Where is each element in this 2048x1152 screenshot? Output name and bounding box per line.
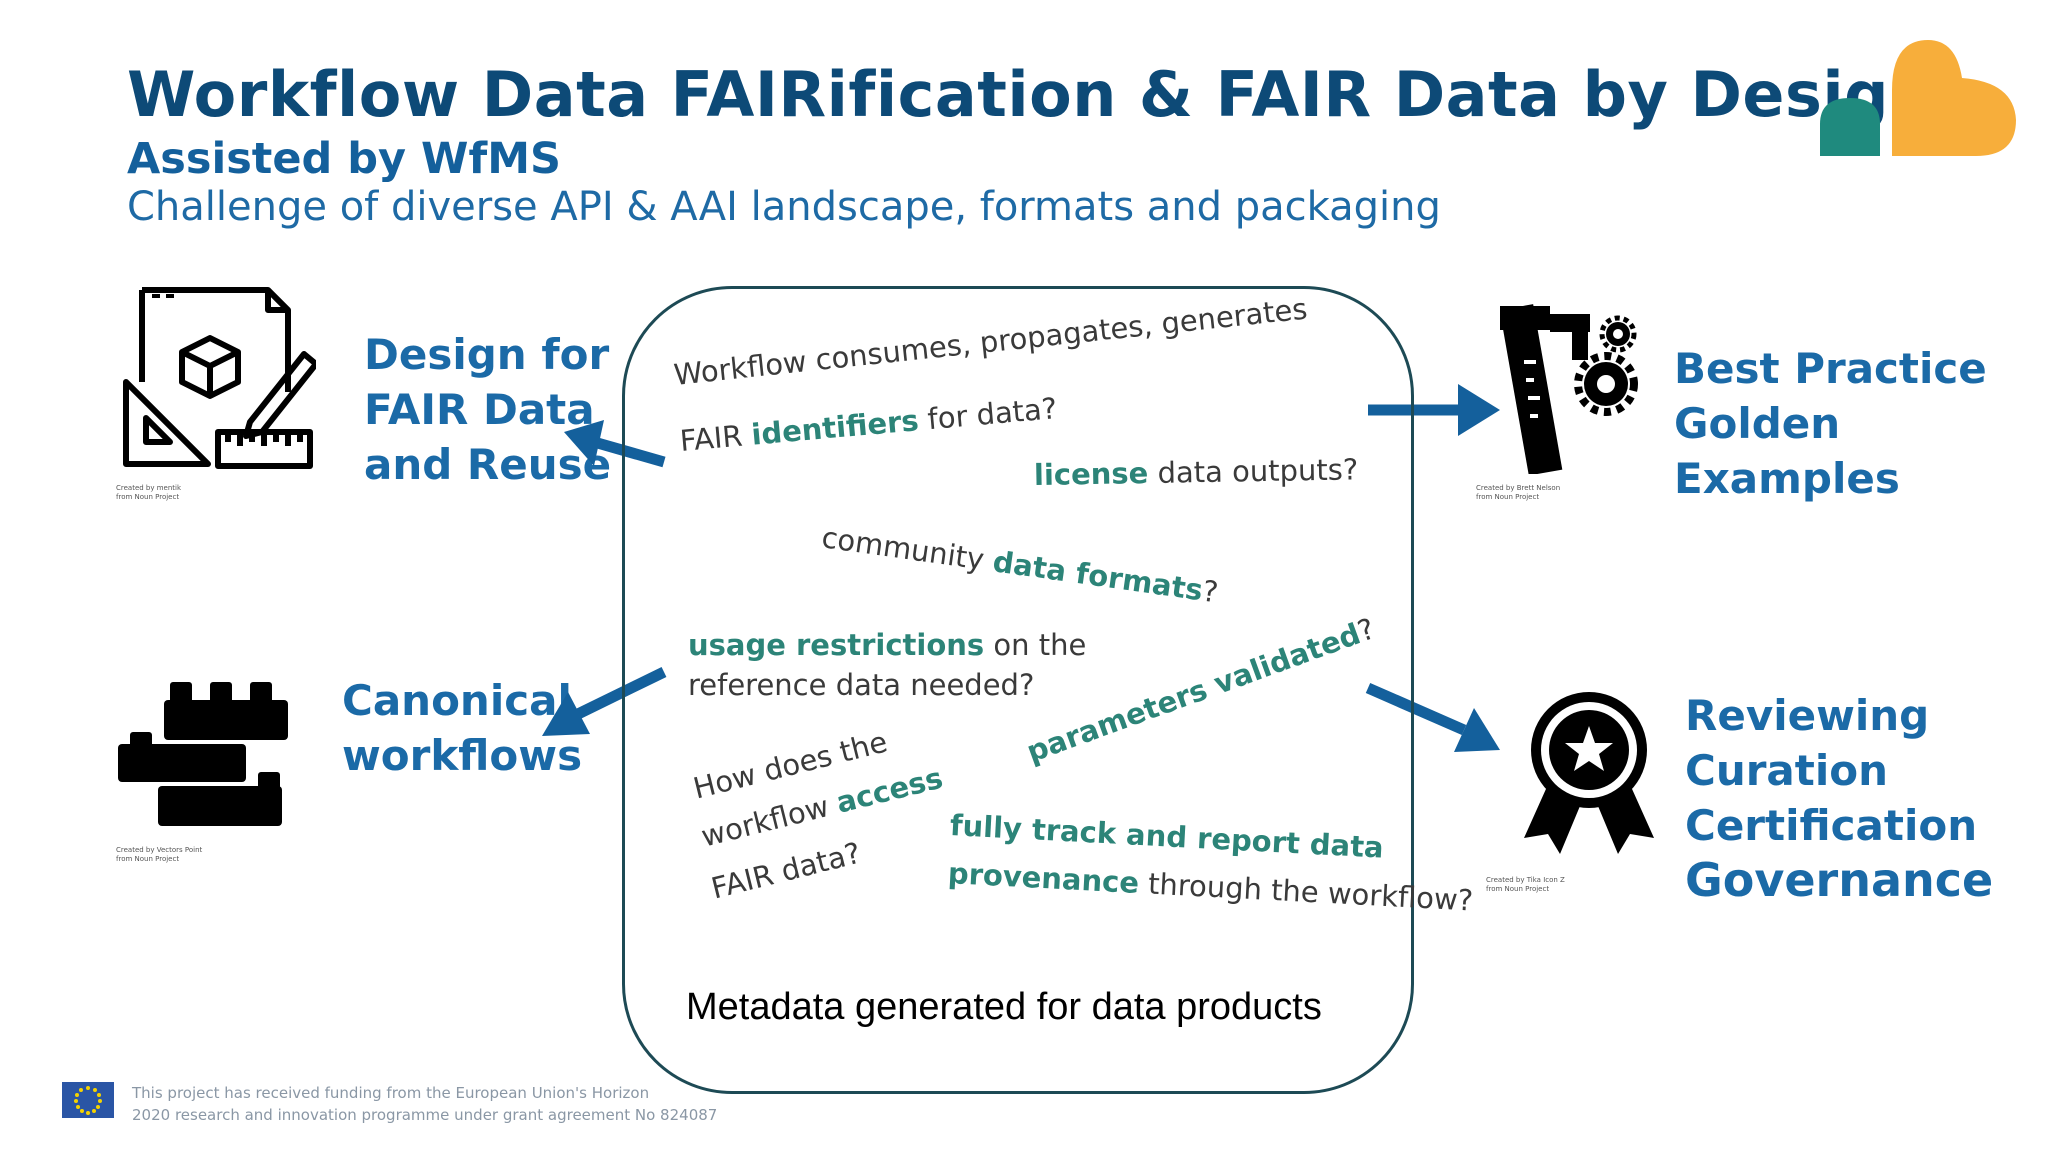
building-blocks-icon	[118, 682, 288, 826]
funding-notice: This project has received funding from t…	[132, 1084, 718, 1124]
label-best-practice: Best Practice Golden Examples	[1674, 344, 1987, 503]
arrow-to-canonical-icon	[542, 667, 667, 736]
slide-subtitle: Assisted by WfMS	[127, 134, 561, 184]
question-reference-data: reference data needed?	[688, 668, 1035, 702]
caliper-gears-icon	[1500, 304, 1638, 474]
metadata-caption: Metadata generated for data products	[686, 986, 1322, 1028]
metadata-questions-box	[622, 286, 1414, 1094]
eu-flag-icon	[62, 1082, 114, 1118]
design-tools-icon	[123, 287, 316, 469]
label-design-for-fair: Design for FAIR Data and Reuse	[364, 330, 612, 489]
cloud-hearts-logo-icon	[1820, 40, 2016, 156]
label-canonical-workflows: Canonical workflows	[342, 676, 583, 780]
arrow-to-reviewing-icon	[1365, 682, 1500, 752]
award-badge-icon	[1524, 692, 1654, 854]
slide-title: Workflow Data FAIRification & FAIR Data …	[127, 58, 1934, 131]
question-license: license data outputs?	[1033, 452, 1359, 492]
arrow-to-design-icon	[564, 420, 666, 468]
slide-challenge-text: Challenge of diverse API & AAI landscape…	[127, 184, 1441, 230]
question-usage-restrictions: usage restrictions on the	[688, 628, 1087, 662]
label-reviewing-governance: Reviewing Curation Certification Governa…	[1685, 691, 1994, 907]
arrow-to-best-practice-icon	[1368, 384, 1500, 436]
